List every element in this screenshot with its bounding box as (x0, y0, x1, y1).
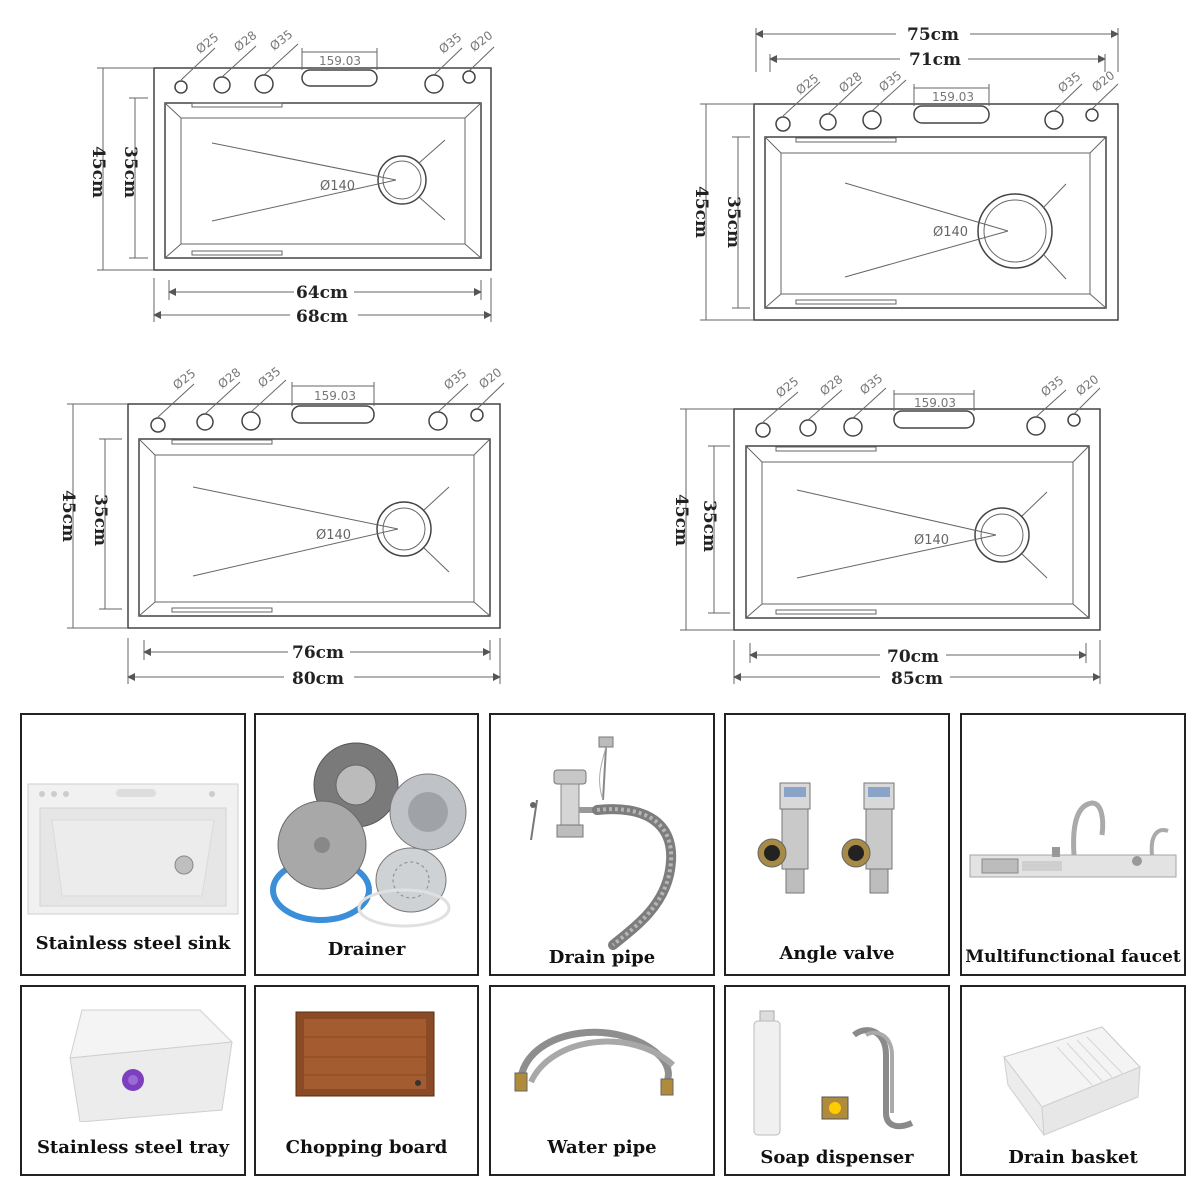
card-label: Drainer (327, 939, 406, 960)
drain-basket-icon (1003, 1026, 1141, 1137)
hole-label: Ø35 (1038, 373, 1066, 399)
hole-label: Ø28 (817, 372, 845, 398)
card-chopping-board: Chopping board (254, 985, 479, 1176)
top-outer-label: 75cm (907, 25, 959, 45)
card-stainless-steel-sink: Stainless steel sink (20, 713, 246, 976)
card-drainer: Drainer (254, 713, 479, 976)
inner-height-label: 35cm (90, 494, 110, 546)
hole-label: Ø25 (773, 374, 801, 400)
card-label: Angle valve (779, 943, 895, 964)
card-soap-dispenser: Soap dispenser (724, 985, 950, 1176)
drain-pipe-icon (530, 736, 676, 950)
card-angle-valve: Angle valve (724, 713, 950, 976)
drain-label: Ø140 (914, 533, 949, 548)
drain-label: Ø140 (933, 225, 968, 240)
hole-label: Ø20 (1089, 68, 1117, 94)
tray-icon (69, 1009, 234, 1122)
hole-label: Ø35 (857, 371, 885, 397)
slot-label: 159.03 (314, 389, 356, 403)
card-label: Stainless steel sink (35, 933, 231, 954)
card-label: Drain basket (1008, 1147, 1138, 1168)
hole-label: Ø35 (441, 366, 469, 392)
slot-label: 159.03 (914, 396, 956, 410)
card-label: Water pipe (547, 1137, 657, 1158)
sink-icon (27, 783, 239, 915)
inner-height-label: 35cm (699, 500, 719, 552)
outer-height-label: 45cm (691, 186, 711, 238)
soap-dispenser-icon (753, 1010, 914, 1136)
card-label: Multifunctional faucet (965, 947, 1181, 967)
card-label: Stainless steel tray (36, 1137, 230, 1158)
outer-width-label: 68cm (296, 307, 348, 327)
inner-width-label: 70cm (887, 647, 939, 667)
card-water-pipe: Water pipe (489, 985, 715, 1176)
top-inner-label: 71cm (909, 50, 961, 70)
outer-height-label: 45cm (671, 494, 691, 546)
hole-label: Ø35 (436, 30, 464, 56)
card-drain-pipe: Drain pipe (489, 713, 715, 976)
inner-width-label: 64cm (296, 283, 348, 303)
hole-label: Ø28 (215, 365, 243, 391)
hole-label: Ø20 (1073, 372, 1101, 398)
hole-label: Ø28 (836, 69, 864, 95)
hole-label: Ø25 (170, 366, 198, 392)
inner-height-label: 35cm (723, 196, 743, 248)
sink-diagram-3: Ø25 Ø28 Ø35 Ø35 Ø20 159.03 Ø140 45cm 35c… (58, 364, 505, 689)
drain-label: Ø140 (316, 528, 351, 543)
dimension-diagrams: Ø25 Ø28 Ø35 Ø35 Ø20 159.03 Ø140 45cm 35c… (58, 25, 1119, 689)
outer-height-label: 45cm (58, 490, 78, 542)
card-drain-basket: Drain basket (960, 985, 1186, 1176)
angle-valve-icon (757, 782, 895, 894)
card-stainless-steel-tray: Stainless steel tray (20, 985, 246, 1176)
drain-label: Ø140 (320, 179, 355, 194)
outer-height-label: 45cm (88, 146, 108, 198)
outer-width-label: 80cm (292, 669, 344, 689)
sink-diagram-4: Ø25 Ø28 Ø35 Ø35 Ø20 159.03 Ø140 45cm 35c… (671, 371, 1101, 689)
water-pipe-icon (514, 1028, 676, 1096)
card-label: Drain pipe (548, 947, 656, 968)
slot-label: 159.03 (319, 54, 361, 68)
hole-label: Ø25 (193, 30, 221, 56)
faucet-icon (969, 800, 1177, 878)
chopping-board-icon (295, 1011, 435, 1097)
inner-width-label: 76cm (292, 643, 344, 663)
sink-diagram-2: 75cm 71cm Ø25 Ø28 Ø35 Ø35 Ø20 159.03 (691, 25, 1119, 321)
card-multifunctional-faucet: Multifunctional faucet (960, 713, 1186, 976)
outer-width-label: 85cm (891, 669, 943, 689)
sink-diagram-1: Ø25 Ø28 Ø35 Ø35 Ø20 159.03 Ø140 45cm 35c… (88, 27, 495, 327)
inner-height-label: 35cm (120, 146, 140, 198)
card-label: Chopping board (285, 1137, 448, 1158)
hole-label: Ø28 (231, 28, 259, 54)
hole-label: Ø35 (267, 27, 295, 53)
hole-label: Ø35 (1055, 69, 1083, 95)
drainer-icon (270, 742, 467, 928)
slot-label: 159.03 (932, 90, 974, 104)
card-label: Soap dispenser (760, 1147, 914, 1168)
hole-label: Ø35 (876, 68, 904, 94)
